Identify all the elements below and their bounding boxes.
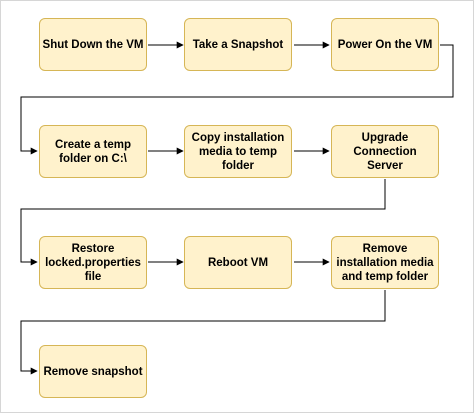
node-reboot-vm: Reboot VM: [184, 236, 292, 289]
node-label: Copy installation media to temp folder: [191, 131, 285, 172]
node-upgrade-connection-server: Upgrade Connection Server: [331, 125, 439, 178]
node-label: Upgrade Connection Server: [353, 131, 417, 172]
node-remove-installation-media: Remove installation media and temp folde…: [331, 236, 439, 289]
node-shut-down-vm: Shut Down the VM: [39, 18, 147, 71]
node-remove-snapshot: Remove snapshot: [39, 345, 147, 398]
node-label: Remove installation media and temp folde…: [336, 242, 434, 283]
edge-poweron-to-tempfolder: [20, 44, 454, 155]
node-label: Remove snapshot: [43, 365, 143, 378]
node-label: Restore locked.properties file: [45, 242, 141, 283]
node-label: Power On the VM: [337, 38, 433, 51]
node-label: Reboot VM: [207, 256, 269, 269]
node-label: Create a temp folder on C:\: [54, 138, 132, 165]
node-power-on-vm: Power On the VM: [331, 18, 439, 71]
edge-upgrade-to-restore: [20, 179, 386, 266]
node-restore-locked-properties: Restore locked.properties file: [39, 236, 147, 289]
node-copy-installation-media: Copy installation media to temp folder: [184, 125, 292, 178]
node-create-temp-folder: Create a temp folder on C:\: [39, 125, 147, 178]
edge-removemedia-to-removesnapshot: [20, 290, 386, 375]
node-label: Shut Down the VM: [42, 38, 144, 51]
node-label: Take a Snapshot: [192, 38, 284, 51]
node-take-snapshot: Take a Snapshot: [184, 18, 292, 71]
